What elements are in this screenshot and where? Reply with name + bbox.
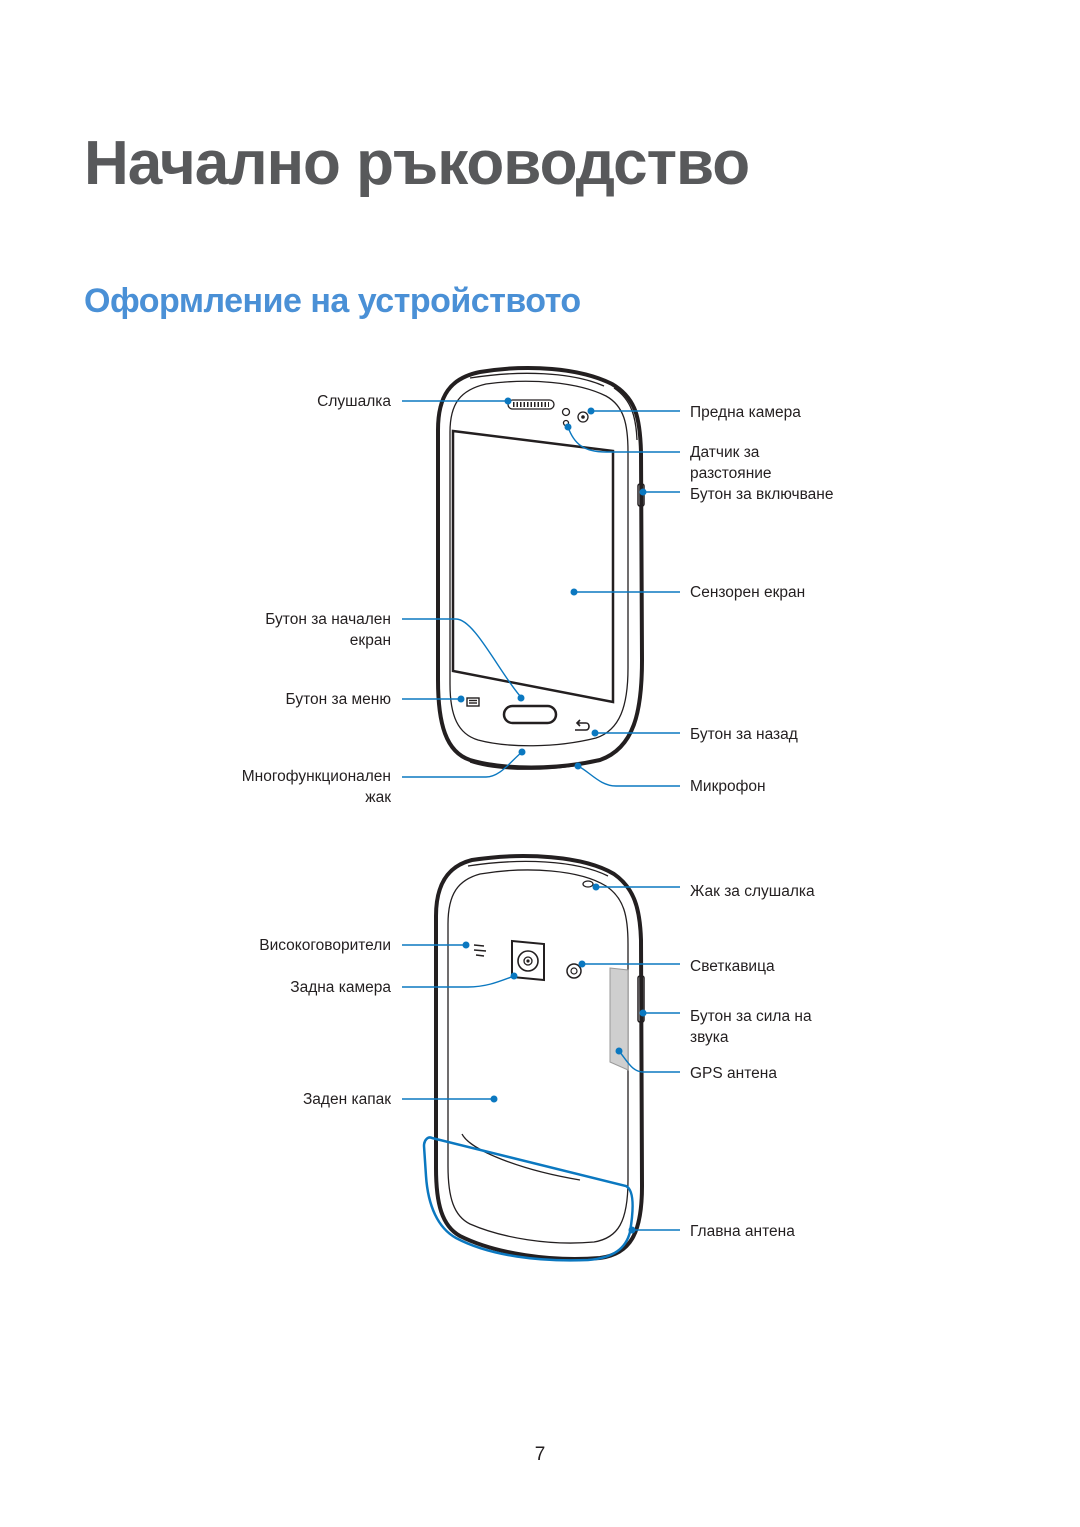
menu-key-illustration [466,697,480,707]
label-power-button: Бутон за включване [690,486,833,503]
label-volume-button-1: Бутон за сила на [690,1008,812,1025]
front-camera-illustration [577,411,589,423]
label-flash: Светкавица [690,958,775,975]
label-menu-button: Бутон за меню [286,691,392,708]
section-title: Оформление на устройството [84,282,581,320]
front-callout-dots [457,397,647,770]
label-multipurpose-jack-1: Многофункционален [242,768,391,785]
label-back-cover: Заден капак [303,1091,391,1108]
label-earpiece: Слушалка [317,393,391,410]
front-inner-bezel [449,380,629,747]
page-number: 7 [534,1444,546,1465]
label-volume-button-2: звука [690,1029,729,1046]
main-antenna-region [422,1136,634,1262]
label-main-antenna: Главна антена [690,1223,795,1240]
label-speaker: Високоговорители [259,937,391,954]
back-callout-dots [462,883,647,1234]
headset-jack-illustration [582,880,594,888]
front-callout-lines [402,400,680,787]
chapter-title: Начално ръководство [84,129,750,198]
rear-camera-lens [517,950,539,972]
back-key-illustration [575,722,590,731]
label-headset-jack: Жак за слушалка [690,883,815,900]
flash-illustration [566,963,582,979]
back-inner-outline [447,869,629,1244]
label-rear-camera: Задна камера [290,979,391,996]
front-device-illustration [436,366,645,770]
volume-button-illustration [637,975,645,1023]
touch-screen-illustration [451,429,615,704]
label-home-button-1: Бутон за начален [265,611,391,628]
label-proximity-sensor-2: разстояние [690,465,772,482]
gps-antenna-strip [609,967,629,1071]
speaker-illustration [473,944,487,957]
front-body-outline [436,366,645,770]
back-callout-lines [402,886,680,1231]
rear-camera-housing [511,939,545,982]
label-microphone: Микрофон [690,778,766,795]
proximity-sensor-illustration [561,407,571,417]
label-back-button: Бутон за назад [690,726,798,743]
label-touch-screen: Сензорен екран [690,584,805,601]
label-gps-antenna: GPS антена [690,1065,777,1082]
label-home-button-2: екран [350,632,391,649]
label-front-camera: Предна камера [690,404,801,421]
home-button-illustration [502,704,558,725]
label-multipurpose-jack-2: жак [365,789,391,806]
label-proximity-sensor-1: Датчик за [690,444,760,461]
